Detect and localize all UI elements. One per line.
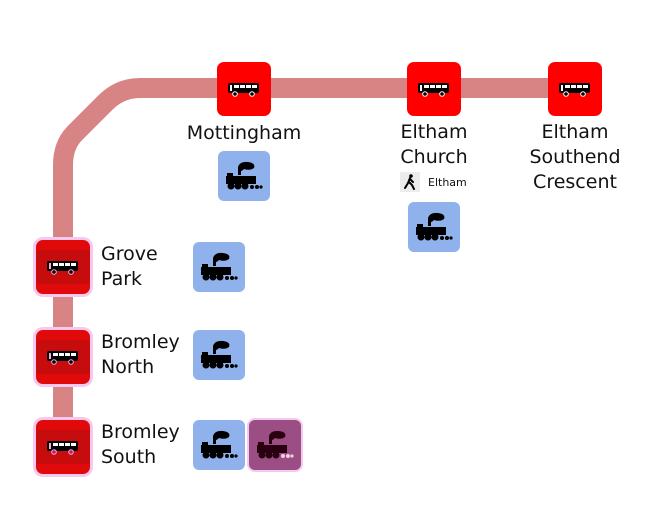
rail-connection-eltham-church[interactable] (408, 202, 460, 252)
rail-connection-bromley-south-alt[interactable] (249, 420, 301, 470)
rail-connection-bromley-north[interactable] (193, 330, 245, 380)
route-path (53, 78, 575, 455)
train-icon (416, 212, 453, 241)
stop-grove-park[interactable] (36, 240, 90, 294)
stop-eltham-southend-crescent[interactable] (548, 62, 602, 116)
train-icon (226, 161, 263, 190)
train-icon (201, 340, 238, 369)
stop-bromley-south[interactable] (36, 420, 90, 474)
train-icon (201, 252, 238, 281)
stop-mottingham[interactable] (217, 62, 271, 116)
stop-eltham-church[interactable] (407, 62, 461, 116)
walk-link-eltham[interactable]: Eltham (400, 172, 467, 192)
walking-person-icon (400, 172, 420, 192)
rail-connection-grove-park[interactable] (193, 242, 245, 292)
bus-icon (47, 441, 78, 455)
rail-connection-bromley-south[interactable] (193, 420, 245, 470)
stop-label-grove-park: Grove Park (101, 243, 158, 290)
bus-icon (47, 351, 78, 365)
stop-label-bromley-south: Bromley South (101, 421, 180, 468)
train-icon-alt (257, 430, 294, 459)
bus-icon (418, 83, 449, 97)
rail-connection-mottingham[interactable] (218, 151, 270, 201)
walk-label: Eltham (428, 175, 467, 189)
bus-icon (228, 83, 259, 97)
stop-label-eltham-church: Eltham Church (400, 121, 468, 168)
bus-icon (559, 83, 590, 97)
stop-bromley-north[interactable] (36, 330, 90, 384)
bus-icon (47, 261, 78, 275)
train-icon (201, 430, 238, 459)
stop-label-mottingham: Mottingham (186, 122, 302, 144)
stop-label-bromley-north: Bromley North (101, 331, 180, 378)
stop-label-eltham-southend-crescent: Eltham Southend Crescent (529, 121, 621, 193)
